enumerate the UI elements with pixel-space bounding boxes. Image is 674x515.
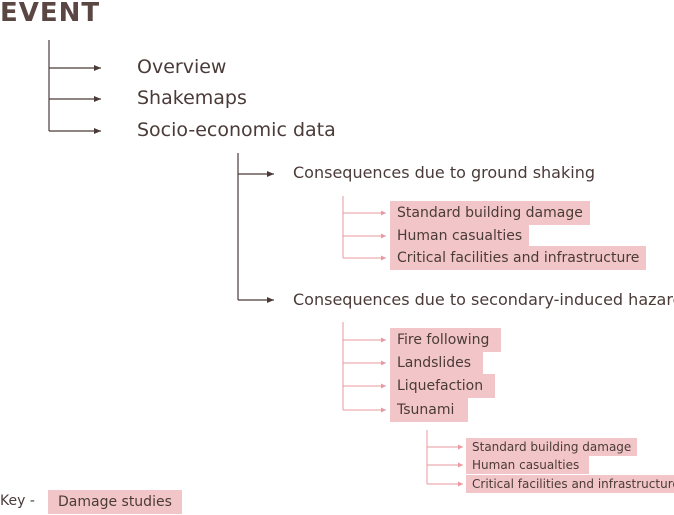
tree-ground-shaking [342,196,386,261]
tsunami-human-casualties: Human casualties [466,456,590,474]
node-ground-shaking: Consequences due to ground shaking [293,163,595,182]
tree-level1 [48,40,101,134]
tsunami-critical-facilities: Critical facilities and infrastructure [466,475,674,493]
damage-study-standard-building: Standard building damage [390,201,590,225]
page-title: EVENT [0,0,101,28]
node-shakemaps: Shakemaps [137,87,247,109]
node-secondary-hazards: Consequences due to secondary-induced ha… [293,290,674,309]
tree-socio-economic [237,153,274,303]
key-label: Key - [0,493,35,509]
damage-study-landslides: Landslides [390,351,484,375]
damage-study-critical-facilities: Critical facilities and infrastructure [390,246,647,270]
tree-secondary [342,322,386,413]
node-overview: Overview [137,56,227,78]
node-socio-economic-data: Socio-economic data [137,119,336,141]
tsunami-standard-building: Standard building damage [466,438,638,456]
damage-study-tsunami: Tsunami [390,398,469,422]
damage-study-human-casualties: Human casualties [390,224,530,248]
key-damage-studies-swatch: Damage studies [48,490,182,514]
tree-tsunami [426,430,463,487]
damage-study-fire-following: Fire following [390,328,502,352]
damage-study-liquefaction: Liquefaction [390,374,496,398]
